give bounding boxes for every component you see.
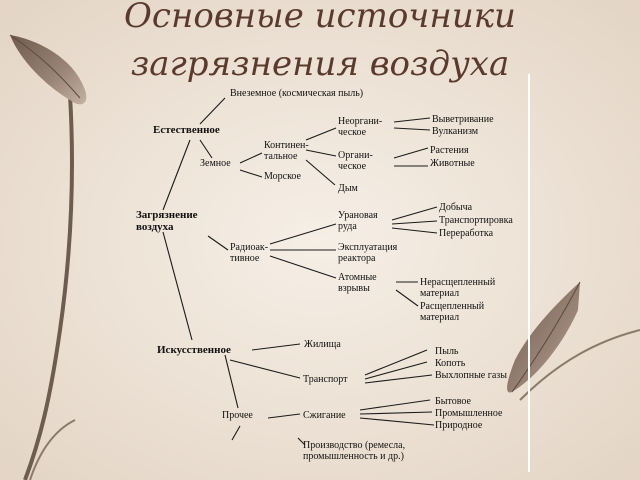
edge-continental-organic xyxy=(305,149,337,157)
edge-natural-terrestrial xyxy=(199,139,213,159)
node-other: Прочее xyxy=(222,410,253,421)
edge-continental-inorganic xyxy=(305,127,337,141)
node-natural: Естественное xyxy=(153,124,220,136)
node-uranium-ore: Урановая руда xyxy=(338,210,378,232)
edge-combustion-household xyxy=(359,399,431,411)
edge-terrestrial-marine xyxy=(239,169,263,178)
edge-other-production2 xyxy=(297,437,306,446)
node-atomic-explosions: Атомные взрывы xyxy=(338,272,377,294)
node-weathering: Выветривание xyxy=(432,114,494,125)
leaf-right xyxy=(507,282,580,393)
edge-uranium-transportation xyxy=(391,220,438,225)
node-processing: Переработка xyxy=(439,228,494,239)
edge-radioactive-uranium xyxy=(269,223,337,245)
node-continental: Континен- тальное xyxy=(264,140,309,162)
node-inorganic: Неоргани- ческое xyxy=(338,116,383,138)
node-natural-burning: Природное xyxy=(435,420,483,431)
edge-artificial-other xyxy=(224,354,239,409)
node-smoke: Дым xyxy=(338,183,358,194)
edge-root-artificial xyxy=(162,231,193,341)
node-dust: Пыль xyxy=(435,346,459,357)
node-extraterrestrial: Внеземное (космическая пыль) xyxy=(230,88,364,99)
node-unsplit-material: Нерасщепленный материал xyxy=(420,277,496,299)
node-organic: Органи- ческое xyxy=(338,150,373,172)
edge-continental-smoke xyxy=(305,159,336,186)
node-production: Производство (ремесла, промышленность и … xyxy=(303,440,406,462)
leaf-top-left xyxy=(10,35,87,105)
edge-terrestrial-continental xyxy=(239,152,263,164)
edge-transport-soot xyxy=(364,361,428,380)
edge-root-radioactive xyxy=(207,235,229,251)
title-line-2: загрязнения воздуха xyxy=(130,44,510,84)
stem-left xyxy=(23,94,74,480)
edge-root-natural xyxy=(162,139,191,211)
edge-inorganic-weathering xyxy=(393,117,431,123)
node-transportation: Транспортировка xyxy=(439,215,513,226)
edge-artificial-transport xyxy=(229,359,301,379)
node-dwellings: Жилища xyxy=(304,339,341,350)
node-mining: Добыча xyxy=(439,202,473,213)
node-artificial: Искусственное xyxy=(157,344,231,356)
edge-transport-dust xyxy=(364,349,428,376)
edge-other-production xyxy=(231,425,241,441)
node-reactor-operation: Эксплуатация реактора xyxy=(338,242,398,264)
node-household: Бытовое xyxy=(435,396,471,407)
edge-explosions-split xyxy=(395,289,419,307)
node-split-material: Расщепленный материал xyxy=(420,301,485,323)
edge-transport-exhaust xyxy=(364,374,433,384)
node-industrial: Промышленное xyxy=(435,408,503,419)
node-root: Загрязнение воздуха xyxy=(136,209,198,233)
title-line-1: Основные источники xyxy=(124,0,516,36)
node-transport: Транспорт xyxy=(303,374,348,385)
node-radioactive: Радиоак- тивное xyxy=(230,242,269,264)
divider-line xyxy=(528,74,530,472)
edge-radioactive-explosions xyxy=(269,255,337,279)
node-animals: Животные xyxy=(430,158,475,169)
node-volcanism: Вулканизм xyxy=(432,126,479,137)
node-soot: Копоть xyxy=(435,358,466,369)
edge-natural-extraterrestrial xyxy=(199,97,226,125)
edge-artificial-dwellings xyxy=(251,343,301,351)
edge-uranium-processing xyxy=(391,227,438,234)
edge-organic-plants xyxy=(393,147,429,159)
edge-inorganic-volcanism xyxy=(393,127,431,131)
node-marine: Морское xyxy=(264,171,301,182)
edge-other-combustion xyxy=(267,413,301,419)
edge-uranium-mining xyxy=(391,206,438,221)
node-terrestrial: Земное xyxy=(200,158,231,169)
edge-combustion-industrial xyxy=(359,411,433,415)
node-exhaust-gases: Выхлопные газы xyxy=(435,370,507,381)
node-combustion: Сжигание xyxy=(303,410,346,421)
node-plants: Растения xyxy=(430,145,469,156)
edge-combustion-natural xyxy=(359,417,435,426)
